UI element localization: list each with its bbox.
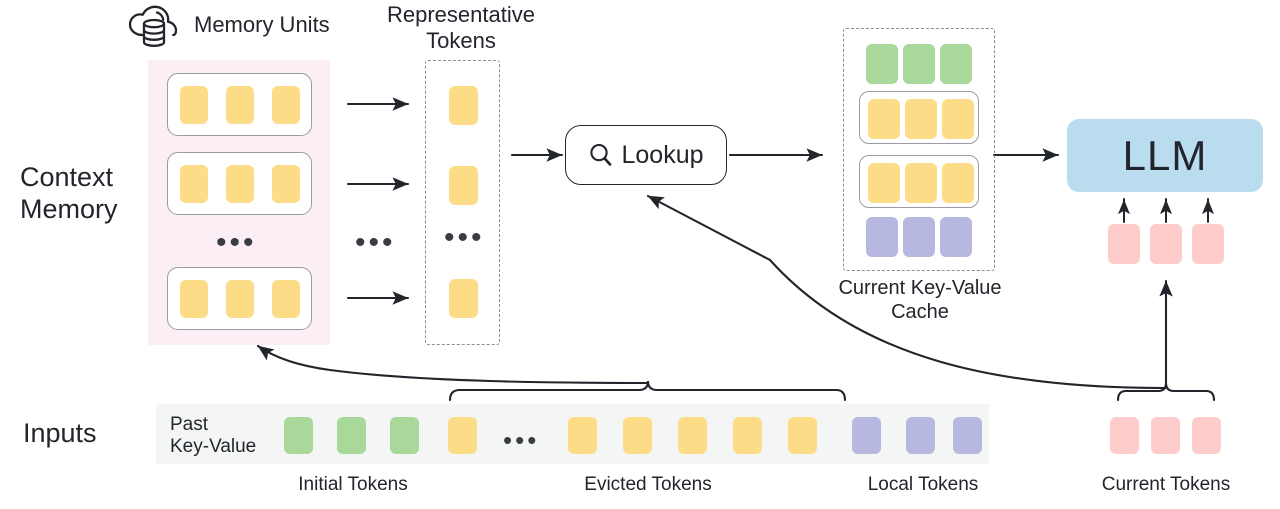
input-token-current-3	[1192, 417, 1221, 454]
lookup-label: Lookup	[621, 140, 704, 169]
kv-token-local	[866, 217, 898, 257]
caption-evicted-tokens: Evicted Tokens	[584, 474, 712, 495]
input-token-evicted-1	[448, 417, 477, 454]
past-key-value-label: Past Key-Value	[170, 414, 257, 457]
arrow-evicted-to-memory	[256, 344, 650, 385]
caption-current-tokens: Current Tokens	[1101, 474, 1231, 495]
input-token-initial-3	[390, 417, 419, 454]
brace-current-tokens	[1116, 382, 1216, 402]
input-token-initial-1	[284, 417, 313, 454]
input-token-evicted-2	[568, 417, 597, 454]
memory-unit-3[interactable]	[167, 267, 312, 330]
caption-current-kv-cache: Current Key-Value Cache	[838, 277, 1002, 323]
kv-token-retrieved	[868, 99, 900, 139]
input-token-evicted-3	[623, 417, 652, 454]
llm-input-token-3	[1192, 224, 1224, 264]
memory-token	[272, 165, 300, 203]
current-kv-cache-box	[843, 28, 995, 271]
unit-arrows-ellipsis: •••	[355, 226, 396, 259]
kv-token-retrieved	[868, 163, 900, 203]
input-token-current-2	[1151, 417, 1180, 454]
row-label-inputs: Inputs	[23, 418, 97, 448]
memory-token	[226, 280, 254, 318]
input-token-local-3	[953, 417, 982, 454]
memory-token	[226, 165, 254, 203]
caption-local-tokens: Local Tokens	[867, 474, 979, 495]
llm-node[interactable]: LLM	[1067, 119, 1263, 192]
input-sequence-ellipsis: •••	[503, 425, 540, 455]
memory-token	[180, 280, 208, 318]
caption-initial-tokens: Initial Tokens	[298, 474, 408, 495]
input-token-local-2	[906, 417, 935, 454]
memory-token	[272, 280, 300, 318]
cloud-database-icon	[126, 5, 184, 49]
llm-input-token-2	[1150, 224, 1182, 264]
input-token-evicted-4	[678, 417, 707, 454]
memory-token	[180, 165, 208, 203]
memory-unit-2[interactable]	[167, 152, 312, 215]
kv-token-initial	[940, 44, 972, 84]
representative-tokens-box: •••	[425, 60, 500, 345]
kv-token-local	[903, 217, 935, 257]
kv-token-retrieved	[905, 99, 937, 139]
lookup-node[interactable]: Lookup	[565, 125, 727, 185]
representative-token-2	[449, 166, 478, 205]
llm-input-token-1	[1108, 224, 1140, 264]
kv-token-retrieved	[942, 99, 974, 139]
representative-tokens-ellipsis: •••	[444, 221, 485, 254]
memory-token	[180, 86, 208, 124]
brace-evicted-tokens	[448, 380, 847, 402]
kv-token-local	[940, 217, 972, 257]
input-token-initial-2	[337, 417, 366, 454]
memory-token	[226, 86, 254, 124]
input-token-evicted-5	[733, 417, 762, 454]
header-memory-units: Memory Units	[194, 12, 330, 37]
kv-token-retrieved	[942, 163, 974, 203]
input-token-evicted-6	[788, 417, 817, 454]
memory-unit-1[interactable]	[167, 73, 312, 136]
representative-token-3	[449, 279, 478, 318]
llm-label: LLM	[1122, 131, 1208, 179]
kv-retrieved-unit-2	[859, 155, 979, 208]
row-label-context-memory: Context Memory	[20, 162, 118, 224]
representative-token-1	[449, 86, 478, 125]
input-token-local-1	[852, 417, 881, 454]
memory-token	[272, 86, 300, 124]
kv-token-retrieved	[905, 163, 937, 203]
magnifier-icon	[588, 142, 614, 168]
kv-token-initial	[866, 44, 898, 84]
kv-retrieved-unit-1	[859, 91, 979, 144]
memory-units-ellipsis: •••	[216, 226, 257, 259]
kv-token-initial	[903, 44, 935, 84]
input-token-current-1	[1110, 417, 1139, 454]
header-representative-tokens: Representative Tokens	[387, 2, 535, 53]
